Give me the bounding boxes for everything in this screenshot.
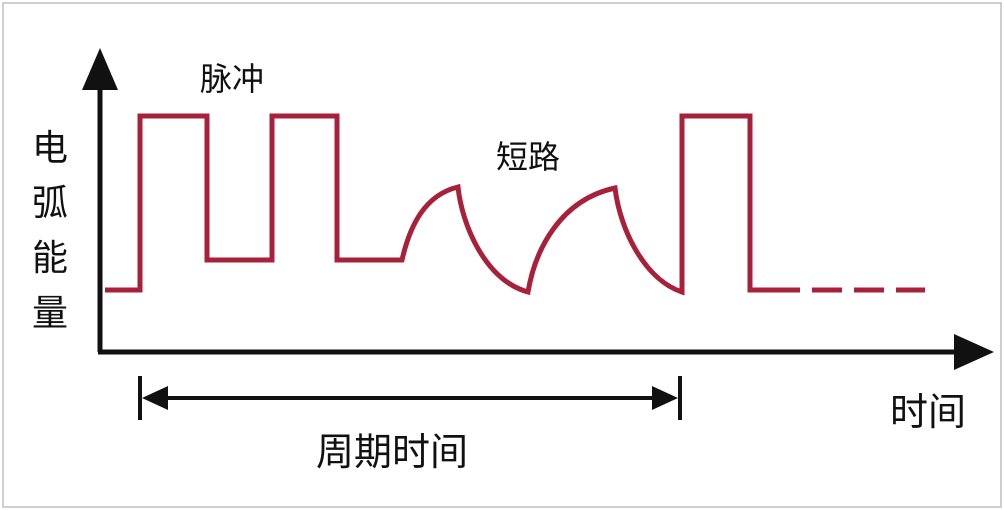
x-axis-label: 时间 [890,390,966,434]
y-axis-label-char-3: 能 [32,238,68,279]
y-axis-arrow-icon [82,48,118,90]
period-right-arrow-icon [652,386,678,410]
pulse-label: 脉冲 [200,60,264,98]
period-time-marker [138,376,682,420]
short-circuit-label: 短路 [496,138,560,176]
period-left-arrow-icon [142,386,168,410]
y-axis-label-char-4: 量 [32,293,68,334]
arc-energy-waveform [105,113,800,296]
period-time-label: 周期时间 [316,430,468,474]
x-axis-arrow-icon [954,334,994,370]
y-axis-label-char-1: 电 [32,128,68,169]
y-axis-label-char-2: 弧 [32,183,68,224]
y-axis-label: 电 弧 能 量 [32,128,68,334]
